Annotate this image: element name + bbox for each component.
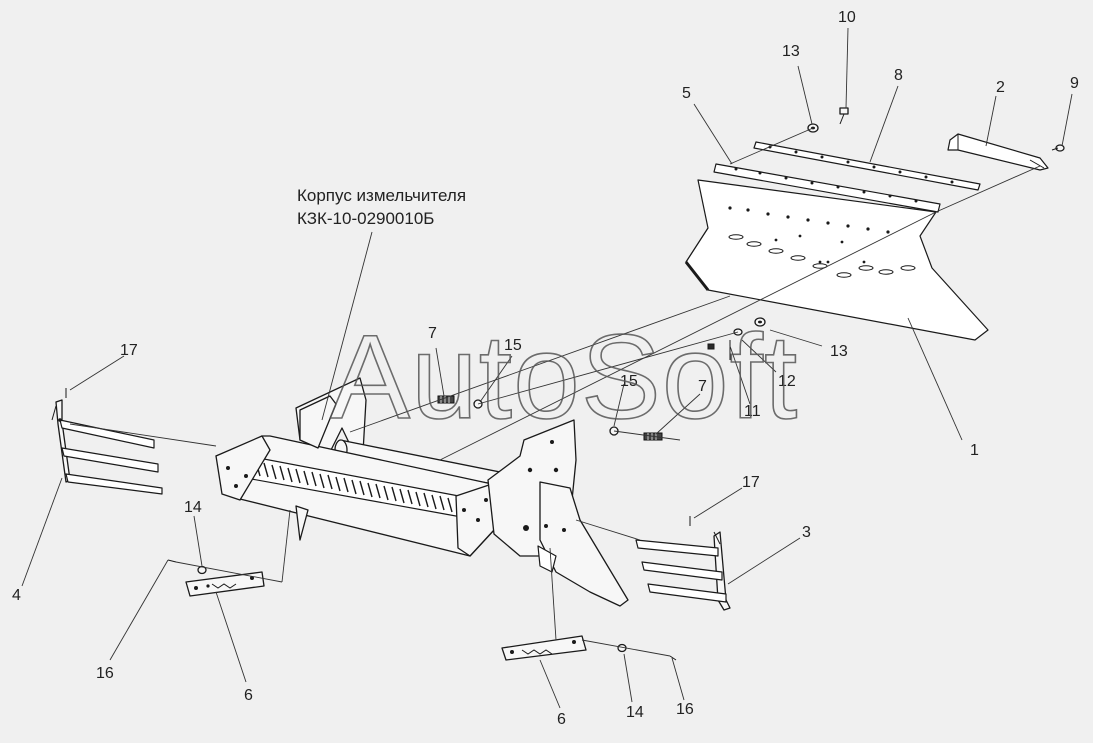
part-6-bracket-left [185, 571, 265, 597]
washer-13-lower [754, 317, 766, 327]
callout-11: 11 [744, 403, 761, 420]
callout-14-right: 14 [626, 704, 644, 721]
callout-9: 9 [1070, 75, 1079, 92]
bolt-9 [1051, 144, 1065, 152]
callout-6-right: 6 [557, 711, 566, 728]
part-1-deflector-plate [684, 179, 989, 341]
assembly-lines [69, 127, 1041, 657]
callout-4: 4 [12, 587, 21, 604]
callout-16-left: 16 [96, 665, 114, 682]
housing-label-line2: КЗК-10-0290010Б [297, 209, 434, 228]
part-6-bracket-right [501, 635, 587, 661]
pin-16-left [167, 559, 177, 563]
callout-15-left: 15 [504, 337, 522, 354]
callout-16-right: 16 [676, 701, 694, 718]
callout-10: 10 [838, 9, 856, 26]
callout-17-right: 17 [742, 474, 760, 491]
callout-8: 8 [894, 67, 903, 84]
leader-lines [21, 27, 1073, 709]
callout-12: 12 [778, 373, 796, 390]
bolt-10 [839, 107, 849, 125]
callout-15-right: 15 [620, 373, 638, 390]
housing-label-line1: Корпус измельчителя [297, 186, 466, 205]
callout-13-top: 13 [782, 43, 800, 60]
callout-labels: 1 2 3 4 5 6 6 7 7 8 9 10 11 12 13 13 14 … [12, 9, 1079, 728]
callout-5: 5 [682, 85, 691, 102]
part-3-right-grate [635, 531, 731, 611]
callout-6-left: 6 [244, 687, 253, 704]
pin-16-right [669, 655, 677, 661]
part-8-strip [753, 141, 981, 191]
part-4-left-grate [51, 399, 163, 495]
chopper-housing [215, 377, 629, 607]
callout-3: 3 [802, 524, 811, 541]
callout-7-right: 7 [698, 378, 707, 395]
bolt-11 [707, 340, 731, 360]
callout-17-left: 17 [120, 342, 138, 359]
part-2-bracket [947, 133, 1049, 171]
part-5-strip [713, 163, 941, 213]
watermark-text: AutoSoft [330, 310, 798, 444]
callout-1: 1 [970, 442, 979, 459]
callout-13-lower: 13 [830, 343, 848, 360]
callout-2: 2 [996, 79, 1005, 96]
callout-7-left: 7 [428, 325, 437, 342]
callout-14-left: 14 [184, 499, 202, 516]
